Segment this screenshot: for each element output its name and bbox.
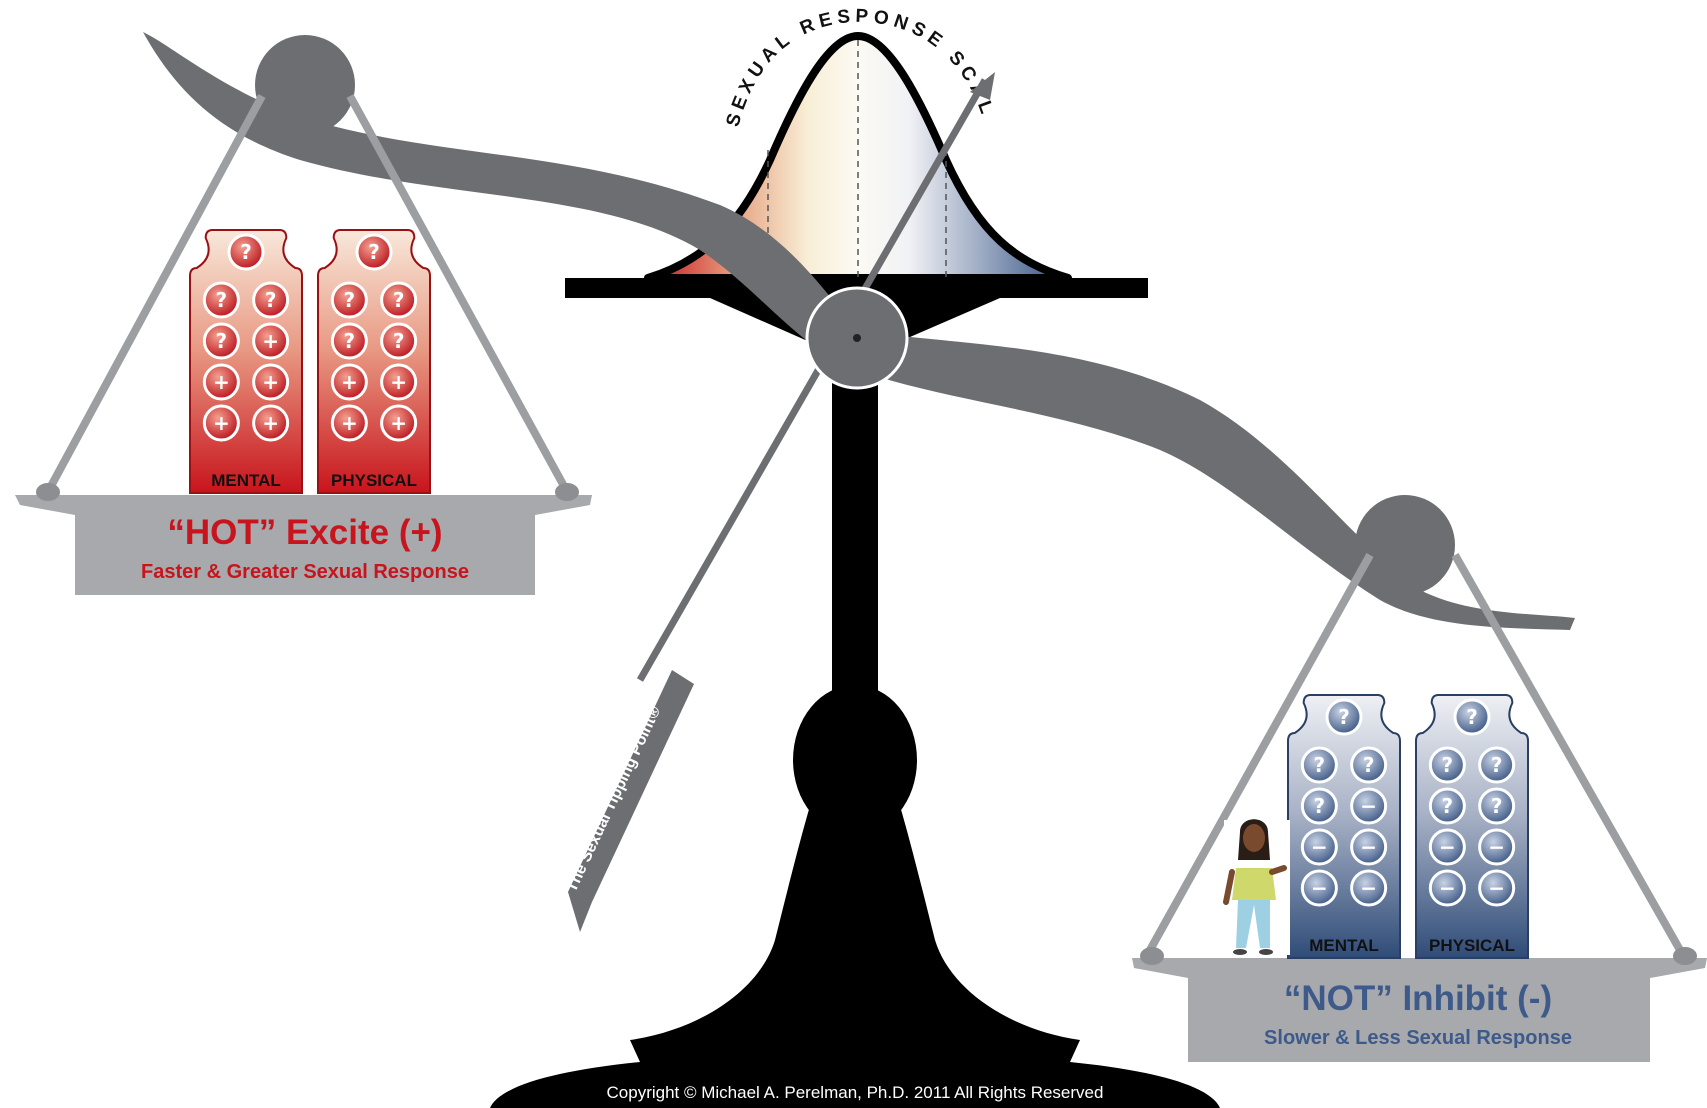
- weight-token: +: [204, 406, 238, 440]
- token-symbol: +: [390, 411, 407, 435]
- copyright-notice: Copyright © Michael A. Perelman, Ph.D. 2…: [607, 1083, 1104, 1102]
- excite-subtitle: Faster & Greater Sexual Response: [141, 561, 469, 583]
- token-symbol: ?: [1338, 705, 1350, 729]
- excite-title: “HOT” Excite (+): [167, 513, 442, 552]
- weight-token: −: [1480, 830, 1514, 864]
- inhibit-title: “NOT” Inhibit (-): [1284, 979, 1552, 1018]
- inhibit-weight-mental: ???? − − − − − MENTAL: [1288, 695, 1400, 958]
- token-symbol: +: [213, 411, 230, 435]
- weight-token: ?: [1302, 748, 1336, 782]
- token-symbol: −: [1488, 876, 1505, 900]
- weight-token: ?: [204, 324, 238, 358]
- weight-token: −: [1430, 830, 1464, 864]
- weight-token: −: [1352, 789, 1386, 823]
- token-symbol: ?: [1363, 753, 1375, 777]
- weight-token: ?: [1302, 789, 1336, 823]
- token-symbol: ?: [1314, 794, 1326, 818]
- token-symbol: ?: [216, 329, 228, 353]
- weight-token: ?: [1430, 748, 1464, 782]
- token-symbol: ?: [344, 329, 356, 353]
- weight-token: ?: [382, 283, 416, 317]
- pointer-tail: [568, 670, 694, 932]
- weight-token: +: [382, 406, 416, 440]
- excite-weight-physical: ????? + + + + PHYSICAL: [318, 230, 430, 493]
- weight-token: ?: [1480, 748, 1514, 782]
- weight-token: ?: [204, 283, 238, 317]
- weight-token: ?: [254, 283, 288, 317]
- token-symbol: −: [1360, 876, 1377, 900]
- weight-token: ?: [332, 283, 366, 317]
- weight-token: ?: [229, 235, 263, 269]
- token-symbol: ?: [1314, 753, 1326, 777]
- token-symbol: ?: [393, 288, 405, 312]
- weight-token: +: [254, 406, 288, 440]
- token-symbol: −: [1360, 794, 1377, 818]
- weight-token: −: [1352, 871, 1386, 905]
- excite-weights: ???? + + + + + MENTAL????? + + + + PHYSICAL: [190, 230, 430, 493]
- inhibit-weight-physical: ????? − − − − PHYSICAL: [1416, 695, 1528, 958]
- weight-token: ?: [1455, 700, 1489, 734]
- token-symbol: −: [1439, 876, 1456, 900]
- weight-token: +: [332, 406, 366, 440]
- token-symbol: +: [262, 411, 279, 435]
- weight-token: ?: [1480, 789, 1514, 823]
- token-symbol: −: [1488, 835, 1505, 859]
- weight-token: ?: [1327, 700, 1361, 734]
- token-symbol: ?: [393, 329, 405, 353]
- weight-token: +: [332, 365, 366, 399]
- weight-token: −: [1302, 830, 1336, 864]
- token-symbol: ?: [1491, 753, 1503, 777]
- token-symbol: ?: [344, 288, 356, 312]
- woman-figure-icon: [1224, 819, 1290, 955]
- weight-token: −: [1352, 830, 1386, 864]
- token-symbol: ?: [265, 288, 277, 312]
- token-symbol: +: [262, 329, 279, 353]
- token-symbol: −: [1439, 835, 1456, 859]
- token-symbol: +: [341, 411, 358, 435]
- token-symbol: ?: [240, 240, 252, 264]
- token-symbol: +: [390, 370, 407, 394]
- excite-weight-mental: ???? + + + + + MENTAL: [190, 230, 302, 493]
- weight-token: ?: [1352, 748, 1386, 782]
- weight-token: ?: [332, 324, 366, 358]
- weight-token: ?: [357, 235, 391, 269]
- token-symbol: −: [1360, 835, 1377, 859]
- weight-token: +: [204, 365, 238, 399]
- pointer-label: The Sexual Tipping Point®: [563, 704, 664, 895]
- inhibit-weights: ???? − − − − − MENTAL????? − − − − PHYSICAL: [1288, 695, 1528, 958]
- scale-stand: [490, 360, 1220, 1108]
- weight-token: −: [1430, 871, 1464, 905]
- weight-token: +: [254, 365, 288, 399]
- token-symbol: +: [262, 370, 279, 394]
- weight-label: MENTAL: [211, 471, 281, 490]
- weight-token: −: [1302, 871, 1336, 905]
- token-symbol: +: [341, 370, 358, 394]
- token-symbol: −: [1311, 876, 1328, 900]
- weight-token: ?: [1430, 789, 1464, 823]
- token-symbol: ?: [1442, 794, 1454, 818]
- weight-token: −: [1480, 871, 1514, 905]
- token-symbol: −: [1311, 835, 1328, 859]
- token-symbol: ?: [216, 288, 228, 312]
- token-symbol: ?: [1442, 753, 1454, 777]
- left-beam-knob: [255, 35, 355, 135]
- token-symbol: ?: [1466, 705, 1478, 729]
- token-symbol: ?: [1491, 794, 1503, 818]
- weight-label: PHYSICAL: [1429, 936, 1515, 955]
- weight-token: +: [254, 324, 288, 358]
- token-symbol: +: [213, 370, 230, 394]
- inhibit-subtitle: Slower & Less Sexual Response: [1264, 1027, 1572, 1049]
- weight-token: +: [382, 365, 416, 399]
- right-beam-knob: [1355, 495, 1455, 595]
- weight-token: ?: [382, 324, 416, 358]
- weight-label: MENTAL: [1309, 936, 1379, 955]
- weight-label: PHYSICAL: [331, 471, 417, 490]
- token-symbol: ?: [368, 240, 380, 264]
